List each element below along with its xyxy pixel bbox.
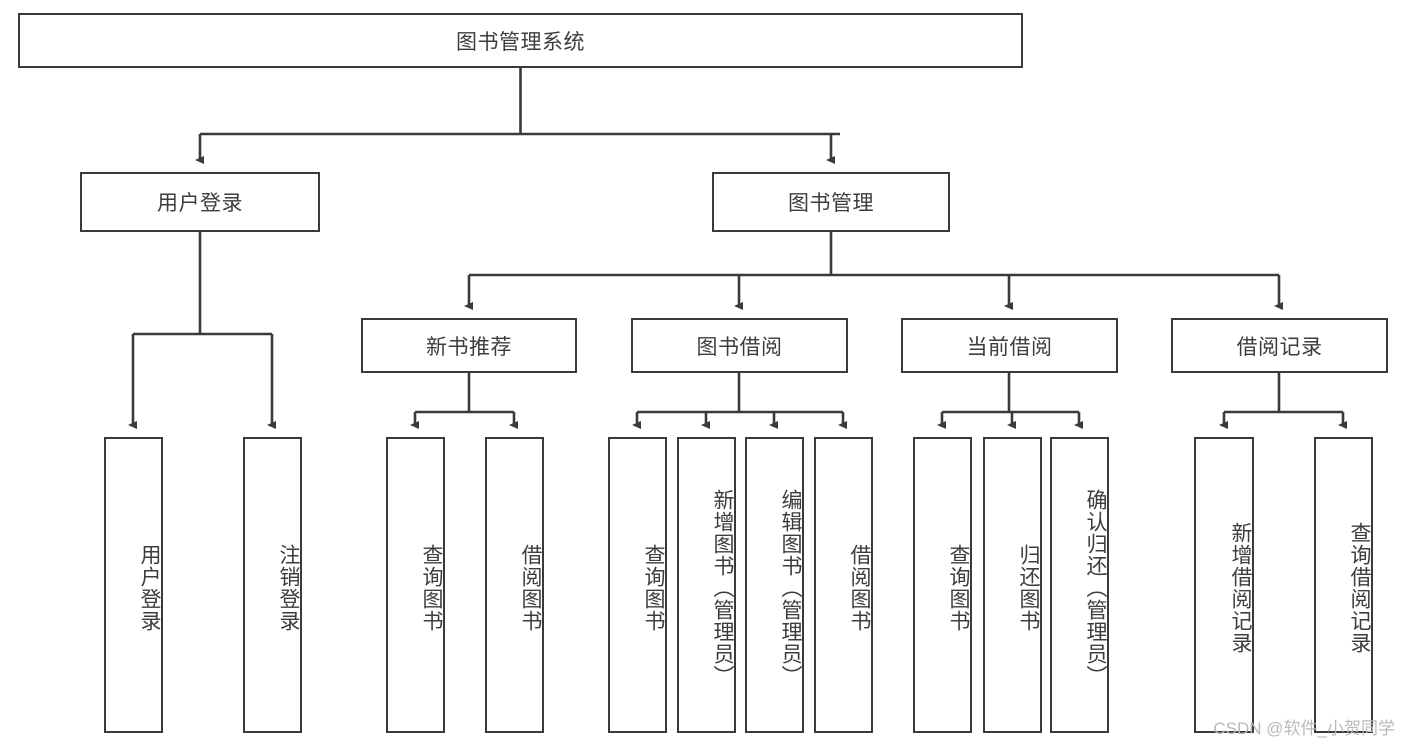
node-user-login[interactable]: 用户登录	[80, 172, 320, 232]
leaf-return-book[interactable]: 归还图书	[983, 437, 1042, 733]
leaf-query-book-1-label: 查询图书	[420, 544, 443, 632]
leaf-add-book[interactable]: 新增图书（管理员）	[677, 437, 736, 733]
node-book-borrow[interactable]: 图书借阅	[631, 318, 848, 373]
leaf-user-login[interactable]: 用户登录	[104, 437, 163, 733]
leaf-user-login-label: 用户登录	[138, 544, 161, 632]
node-book-manage-label: 图书管理	[788, 192, 874, 215]
node-book-manage[interactable]: 图书管理	[712, 172, 950, 232]
node-book-borrow-label: 图书借阅	[696, 335, 783, 359]
node-root[interactable]: 图书管理系统	[18, 13, 1023, 68]
leaf-logout-label: 注销登录	[277, 544, 300, 632]
leaf-edit-book[interactable]: 编辑图书（管理员）	[745, 437, 804, 733]
leaf-edit-book-label: 编辑图书（管理员）	[779, 489, 802, 687]
leaf-query-book-2[interactable]: 查询图书	[608, 437, 667, 733]
leaf-query-book-3[interactable]: 查询图书	[913, 437, 972, 733]
leaf-add-book-label: 新增图书（管理员）	[711, 489, 734, 687]
leaf-logout[interactable]: 注销登录	[243, 437, 302, 733]
node-new-book-recommend-label: 新书推荐	[426, 335, 512, 359]
node-current-borrow[interactable]: 当前借阅	[901, 318, 1118, 373]
leaf-return-book-label: 归还图书	[1017, 544, 1040, 632]
leaf-query-book-2-label: 查询图书	[642, 544, 665, 632]
leaf-confirm-return[interactable]: 确认归还（管理员）	[1050, 437, 1109, 733]
leaf-query-book-1[interactable]: 查询图书	[386, 437, 445, 733]
node-current-borrow-label: 当前借阅	[966, 335, 1053, 359]
leaf-query-book-3-label: 查询图书	[947, 544, 970, 632]
leaf-borrow-book-1[interactable]: 借阅图书	[485, 437, 544, 733]
node-new-book-recommend[interactable]: 新书推荐	[361, 318, 577, 373]
node-user-login-label: 用户登录	[157, 192, 243, 215]
node-borrow-record-label: 借阅记录	[1236, 335, 1323, 359]
leaf-add-record[interactable]: 新增借阅记录	[1194, 437, 1254, 733]
leaf-add-record-label: 新增借阅记录	[1229, 522, 1252, 654]
node-borrow-record[interactable]: 借阅记录	[1171, 318, 1388, 373]
leaf-confirm-return-label: 确认归还（管理员）	[1084, 489, 1107, 687]
watermark: CSDN @软件_小贺同学	[1213, 719, 1395, 738]
leaf-borrow-book-1-label: 借阅图书	[519, 544, 542, 632]
leaf-borrow-book-2-label: 借阅图书	[848, 544, 871, 632]
leaf-query-record[interactable]: 查询借阅记录	[1314, 437, 1373, 733]
leaf-borrow-book-2[interactable]: 借阅图书	[814, 437, 873, 733]
node-root-label: 图书管理系统	[456, 30, 585, 54]
leaf-query-record-label: 查询借阅记录	[1348, 522, 1371, 654]
